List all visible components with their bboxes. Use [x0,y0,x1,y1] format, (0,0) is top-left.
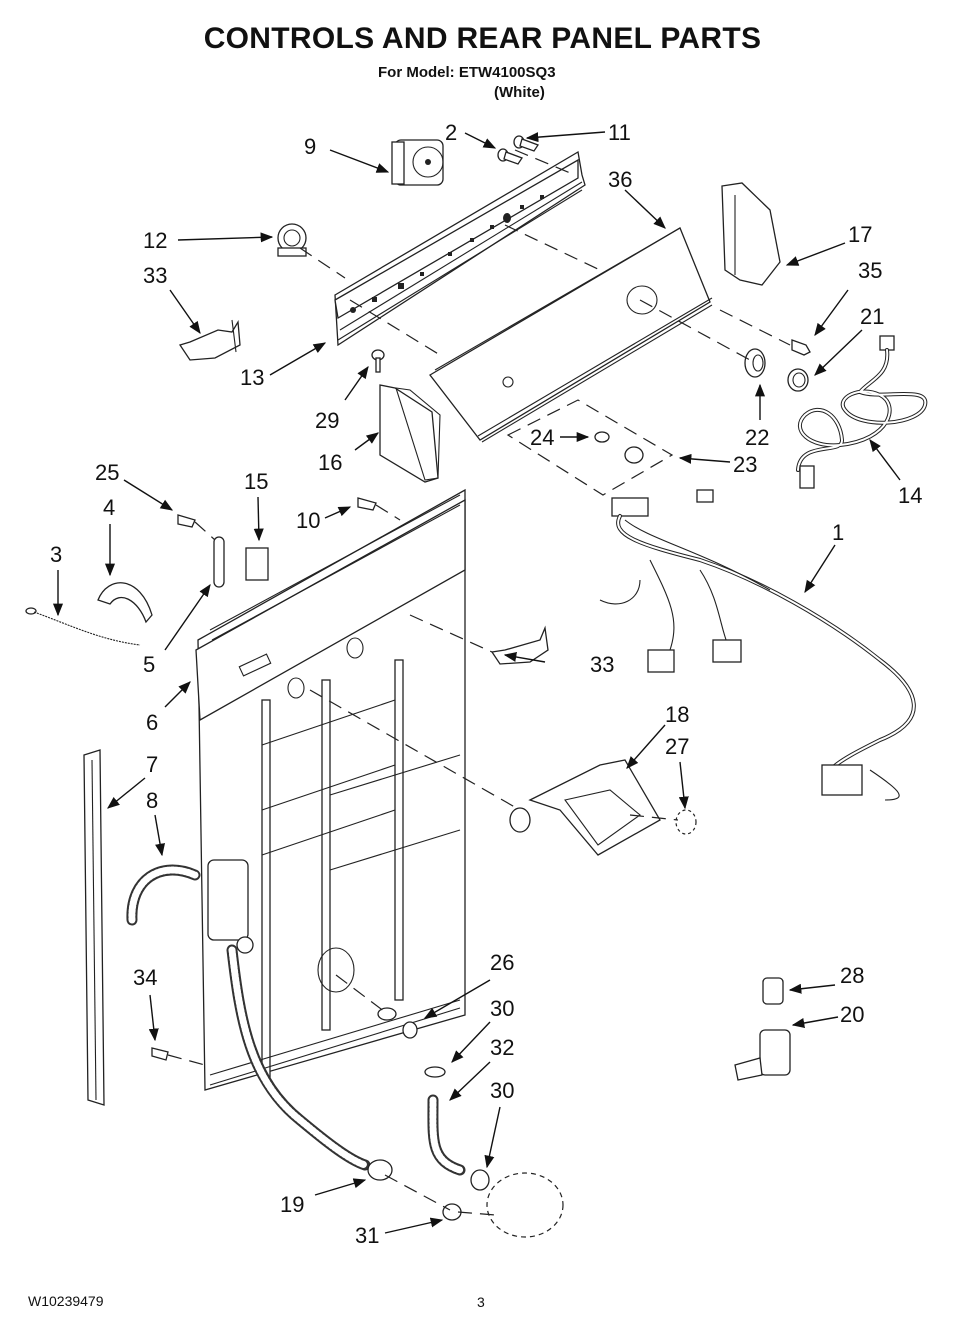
trim-strip-7-part [83,749,105,1106]
callout-10: 10 [296,508,320,533]
inlet-hose-8-part [126,864,201,926]
knob-22-part [744,348,766,378]
callout-5: 5 [143,652,155,677]
callout-33-lower: 33 [590,652,614,677]
callout-1: 1 [832,520,844,545]
water-valve-part [207,859,254,954]
page-title: CONTROLS AND REAR PANEL PARTS [203,22,762,55]
callout-labels: 1 2 3 4 5 6 7 8 9 10 11 12 13 14 15 16 1… [50,120,922,1248]
callout-23: 23 [733,452,757,477]
callout-2: 2 [445,120,457,145]
callout-30-lower: 30 [490,1078,514,1103]
capacitor-28-part [762,977,784,1005]
drain-hose-part [226,944,371,1171]
page-number: 3 [477,1294,485,1310]
cover-16-part [379,384,441,483]
screw-29-part [371,349,385,373]
callout-26: 26 [490,950,514,975]
callout-25: 25 [95,460,119,485]
screw-10-part [357,497,377,511]
bracket-33-lower-part [490,625,549,665]
callout-29: 29 [315,408,339,433]
callout-3: 3 [50,542,62,567]
screw-11-part [513,135,539,152]
callout-12: 12 [143,228,167,253]
power-cord-part [796,335,928,489]
callout-27: 27 [665,734,689,759]
callout-17: 17 [848,222,872,247]
kit-23-outline [506,399,674,496]
clip-15-part [245,547,269,581]
callout-24: 24 [530,425,554,450]
control-bracket-17-part [721,182,781,286]
callout-15: 15 [244,469,268,494]
callout-22: 22 [745,425,769,450]
callout-28: 28 [840,963,864,988]
pump-20-part [734,1029,791,1081]
callout-36: 36 [608,167,632,192]
callout-30-upper: 30 [490,996,514,1021]
cover-4-part [97,582,153,624]
callout-9: 9 [304,134,316,159]
document-number: W10239479 [28,1293,104,1309]
callout-18: 18 [665,702,689,727]
control-panel-bracket [334,150,586,347]
screw-2-part [497,148,523,165]
callout-13: 13 [240,365,264,390]
callout-33-upper: 33 [143,263,167,288]
timer-part [391,139,444,186]
plug-26-part [377,1007,418,1039]
wire-harness-part [599,489,916,801]
callout-21: 21 [860,304,884,329]
callout-19: 19 [280,1192,304,1217]
callout-11: 11 [608,120,631,145]
callout-4: 4 [103,495,115,520]
assembly-dashed-lines [167,149,791,1216]
screw-25-part [177,514,196,528]
callout-16: 16 [318,450,342,475]
callout-20: 20 [840,1002,864,1027]
strap-5-part [213,536,225,588]
water-level-switch-part [277,223,307,257]
screw-34-part [151,1047,169,1061]
dispenser-18-part [509,759,661,856]
callout-32: 32 [490,1035,514,1060]
callout-34: 34 [133,965,157,990]
screw-35-part [791,339,811,356]
rear-panel-part [195,488,466,1091]
cap-21-part [787,368,809,392]
console-panel-part [429,227,713,443]
pump-outline [486,1172,564,1238]
tie-3-part [25,607,141,646]
callout-31: 31 [355,1223,379,1248]
callout-35: 35 [858,258,882,283]
part-27 [675,809,697,835]
callout-6: 6 [146,710,158,735]
drain-hose-32-part [424,1066,490,1191]
callout-8: 8 [146,788,158,813]
callout-14: 14 [898,483,922,508]
bracket-33-upper-part [178,319,241,361]
model-line: For Model: ETW4100SQ3 [378,64,556,81]
leader-arrows [52,131,901,1234]
color-line: (White) [494,84,545,101]
callout-7: 7 [146,752,158,777]
